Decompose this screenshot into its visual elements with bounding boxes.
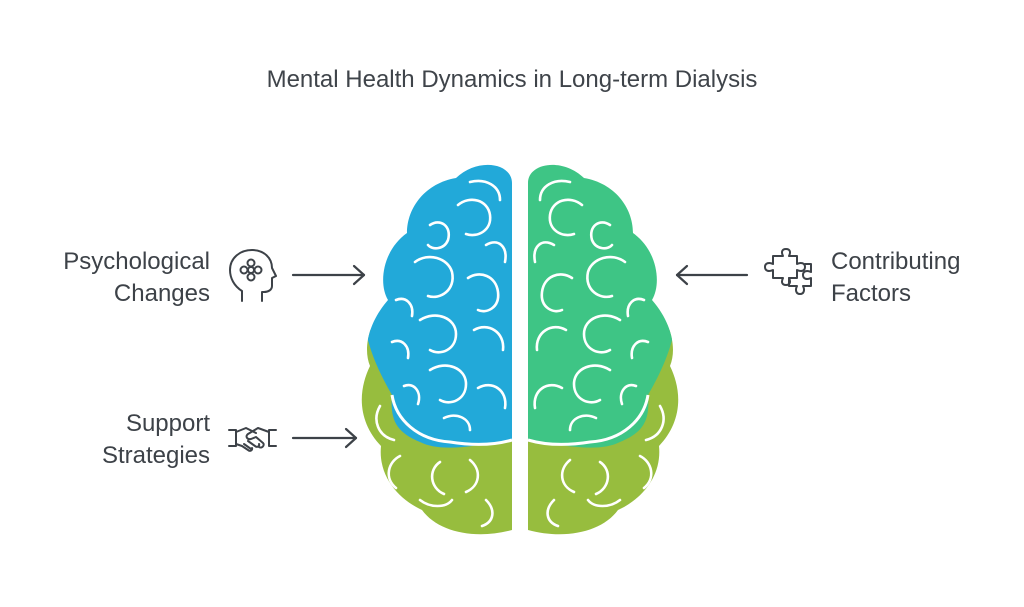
arrow-support — [291, 427, 358, 449]
label-line: Contributing — [831, 248, 961, 275]
puzzle-icon — [764, 248, 812, 295]
label-line: Changes — [113, 280, 210, 307]
right-hemisphere — [527, 164, 679, 535]
label-line: Strategies — [101, 442, 210, 469]
label-line: Psychological — [63, 248, 210, 275]
label-support-strategies: Support Strategies — [20, 408, 210, 472]
head-flower-icon — [229, 249, 277, 302]
arrow-psychological — [291, 264, 366, 286]
diagram-title: Mental Health Dynamics in Long-term Dial… — [266, 66, 758, 93]
handshake-icon — [228, 427, 277, 452]
label-line: Factors — [831, 280, 912, 307]
label-line: Support — [125, 410, 210, 437]
left-hemisphere — [361, 164, 513, 535]
label-psychological-changes: Psychological Changes — [20, 246, 210, 310]
arrow-contributing — [675, 264, 749, 286]
label-contributing-factors: Contributing Factors — [831, 246, 1011, 310]
